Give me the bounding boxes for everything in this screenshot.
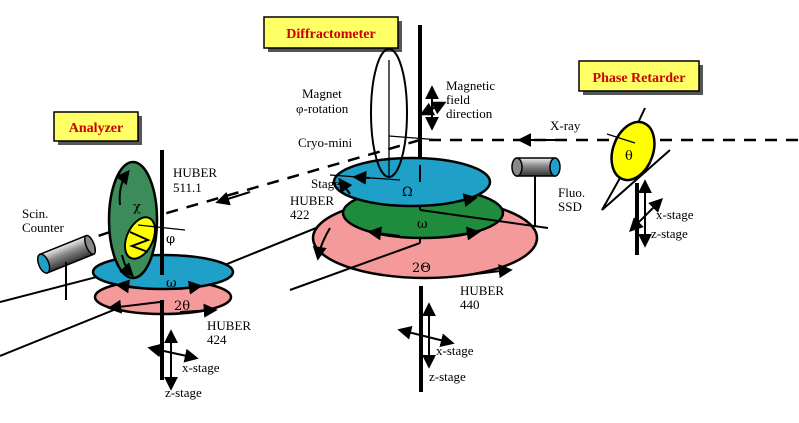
scattered-arrow-icon: [215, 191, 251, 206]
cryo-pointer: [388, 135, 441, 141]
phase-retarder-crystal[interactable]: [604, 116, 662, 186]
two-theta-arrow-left-icon: [312, 227, 331, 261]
analyzer-omega-symbol: ω: [166, 276, 177, 291]
field-tilt-arrow-icon: [419, 101, 447, 116]
retarder-mount: [601, 149, 671, 211]
omega-arrow-left-icon: [367, 226, 401, 241]
retarder-z-stage-label: z-stage: [651, 226, 688, 241]
phase-retarder-title-box: Phase Retarder: [578, 60, 703, 95]
two-theta-big-symbol: 2Θ: [412, 261, 431, 276]
analyzer-title-box: Analyzer: [53, 111, 142, 145]
analyzer-z-stage-label: z-stage: [165, 385, 202, 400]
stage-arrow-icon: [352, 170, 371, 185]
phase-retarder-title: Phase Retarder: [593, 71, 686, 86]
diff-z-stage-label: z-stage: [429, 369, 466, 384]
big-omega-arrow-left-icon: [338, 177, 353, 195]
phi-symbol: φ: [166, 232, 175, 247]
chi-arrow-up-icon: [115, 169, 130, 206]
analyzer-crystal[interactable]: [119, 213, 161, 264]
analyzer-2theta-arrow-right-icon: [179, 303, 218, 318]
analyzer-x-stage-label: x-stage: [182, 360, 220, 375]
xray-label: X-ray: [550, 118, 581, 133]
big-omega-arrow-right-icon: [449, 193, 478, 208]
two-theta-arm: [289, 242, 421, 291]
theta-symbol: θ: [625, 149, 633, 164]
retarder-x-arrow-icon: [629, 198, 663, 232]
big-omega-symbol: Ω: [402, 185, 413, 200]
retarder-normal: [606, 133, 636, 144]
big-omega-disk[interactable]: [332, 156, 492, 208]
chi-symbol: χ: [133, 200, 141, 215]
fluo-ssd-label: Fluo.SSD: [558, 185, 585, 214]
omega-symbol: ω: [417, 217, 428, 232]
x-stage-arrow-icon: [397, 325, 455, 348]
scintillation-counter[interactable]: [35, 234, 97, 300]
diffractometer-title-box: Diffractometer: [263, 16, 402, 52]
diff-x-stage-label: x-stage: [436, 343, 474, 358]
retarder-x-stage-label: x-stage: [656, 207, 694, 222]
fluo-ssd-detector[interactable]: [511, 157, 561, 227]
omega-arrow-right-icon: [449, 226, 481, 241]
analyzer-2theta-arrow-left-icon: [107, 299, 161, 314]
analyzer-two-theta-symbol: 2θ: [174, 299, 190, 314]
xray-beam-scattered: [159, 138, 421, 217]
stage-label: Stage: [311, 176, 340, 191]
analyzer-omega-arrow-left-icon: [115, 279, 151, 294]
cryo-label: Cryo-mini: [298, 135, 353, 150]
crystal-rotation-icon: [129, 231, 151, 253]
analyzer-omega-arrow-right-icon: [179, 280, 203, 295]
omega-arm: [419, 209, 549, 229]
diffractometer-title: Diffractometer: [286, 27, 375, 42]
chi-arrow-down-icon: [119, 254, 134, 277]
two-theta-arrow-right-icon: [459, 264, 513, 279]
scin-counter-label: Scin.Counter: [22, 206, 65, 235]
analyzer-x-arrow-icon: [147, 343, 199, 363]
analyzer-title: Analyzer: [69, 121, 123, 136]
